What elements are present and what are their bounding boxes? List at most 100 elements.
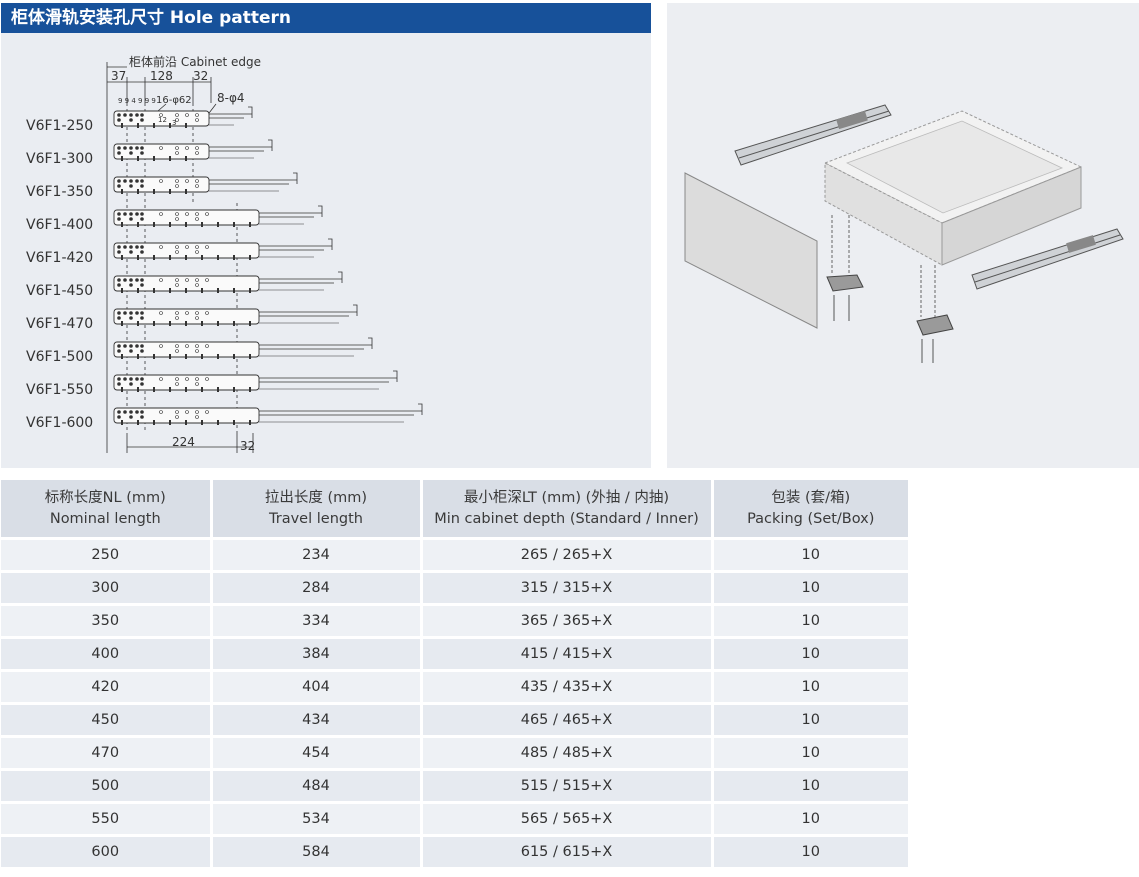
mounting-hole bbox=[185, 410, 189, 414]
mounting-hole bbox=[205, 311, 209, 315]
mounting-hole bbox=[123, 146, 127, 150]
mounting-hole bbox=[159, 113, 163, 117]
cell-nominal: 300 bbox=[1, 570, 213, 605]
mounting-hole bbox=[175, 382, 179, 386]
rail-schematic bbox=[113, 172, 298, 194]
cell-packing: 10 bbox=[712, 735, 908, 770]
mounting-hole bbox=[140, 415, 144, 419]
mounting-hole bbox=[140, 212, 144, 216]
mounting-hole bbox=[195, 217, 199, 221]
table-header-row: 标称长度NL (mm)Nominal length 拉出长度 (mm)Trave… bbox=[1, 480, 908, 539]
mounting-hole bbox=[129, 283, 133, 287]
cell-depth: 435 / 435+X bbox=[421, 669, 714, 704]
rail-schematic bbox=[113, 304, 358, 326]
mounting-hole bbox=[195, 146, 199, 150]
mounting-hole bbox=[135, 344, 139, 348]
cell-depth: 615 / 615+X bbox=[421, 834, 714, 867]
mounting-hole bbox=[129, 377, 133, 381]
model-label: V6F1-470 bbox=[26, 316, 93, 332]
mounting-hole bbox=[175, 316, 179, 320]
cell-packing: 10 bbox=[712, 801, 908, 836]
cell-nominal: 470 bbox=[1, 735, 213, 770]
cell-packing: 10 bbox=[712, 537, 908, 572]
mounting-hole bbox=[117, 349, 121, 353]
mounting-hole bbox=[175, 311, 179, 315]
mounting-hole bbox=[129, 212, 133, 216]
mounting-hole bbox=[117, 146, 121, 150]
mounting-hole bbox=[129, 245, 133, 249]
mounting-hole bbox=[205, 377, 209, 381]
cell-travel: 384 bbox=[211, 636, 423, 671]
dim-9-group: 9 9 4 9 9 9 bbox=[118, 97, 156, 105]
mounting-hole bbox=[117, 118, 121, 122]
mounting-hole bbox=[117, 212, 121, 216]
mounting-hole bbox=[129, 410, 133, 414]
mounting-hole bbox=[117, 283, 121, 287]
model-label: V6F1-420 bbox=[26, 250, 93, 266]
model-label: V6F1-600 bbox=[26, 415, 93, 431]
cell-packing: 10 bbox=[712, 669, 908, 704]
rail-schematic bbox=[113, 139, 273, 161]
mounting-hole bbox=[175, 344, 179, 348]
mounting-hole bbox=[185, 245, 189, 249]
mounting-hole bbox=[123, 113, 127, 117]
mounting-hole bbox=[129, 415, 133, 419]
model-label: V6F1-400 bbox=[26, 217, 93, 233]
mounting-hole bbox=[129, 118, 133, 122]
mounting-hole bbox=[185, 311, 189, 315]
mounting-hole bbox=[123, 212, 127, 216]
mounting-hole bbox=[185, 278, 189, 282]
mounting-hole bbox=[135, 377, 139, 381]
mounting-hole bbox=[135, 146, 139, 150]
rail-schematic bbox=[113, 238, 333, 260]
header-min-cabinet-depth: 最小柜深LT (mm) (外抽 / 内抽)Min cabinet depth (… bbox=[421, 480, 714, 539]
mounting-hole bbox=[195, 344, 199, 348]
cell-travel: 434 bbox=[211, 702, 423, 737]
front-panel-shape bbox=[684, 172, 818, 329]
rail-schematic bbox=[113, 271, 343, 293]
mounting-hole bbox=[195, 349, 199, 353]
mounting-hole bbox=[185, 113, 189, 117]
mounting-hole bbox=[205, 212, 209, 216]
dim-37: 37 bbox=[111, 69, 126, 83]
mounting-hole bbox=[140, 113, 144, 117]
cell-packing: 10 bbox=[712, 702, 908, 737]
mounting-hole bbox=[135, 113, 139, 117]
mounting-hole bbox=[185, 377, 189, 381]
dim-12: 12 bbox=[158, 116, 167, 124]
cell-packing: 10 bbox=[712, 570, 908, 605]
cell-packing: 10 bbox=[712, 834, 908, 867]
mounting-hole bbox=[140, 217, 144, 221]
lower-rail-shape bbox=[971, 228, 1124, 290]
mounting-hole bbox=[185, 344, 189, 348]
cell-depth: 485 / 485+X bbox=[421, 735, 714, 770]
cell-travel: 334 bbox=[211, 603, 423, 638]
mounting-hole bbox=[185, 212, 189, 216]
mounting-hole bbox=[140, 410, 144, 414]
mounting-hole bbox=[195, 151, 199, 155]
dim-16-phi62: 16-φ62 bbox=[156, 95, 192, 106]
mounting-hole bbox=[129, 349, 133, 353]
mounting-hole bbox=[195, 377, 199, 381]
mounting-hole bbox=[195, 311, 199, 315]
panel-title: 柜体滑轨安装孔尺寸 Hole pattern bbox=[1, 3, 651, 33]
mounting-hole bbox=[175, 113, 179, 117]
mounting-hole bbox=[195, 316, 199, 320]
cell-travel: 284 bbox=[211, 570, 423, 605]
cell-nominal: 450 bbox=[1, 702, 213, 737]
dim-128: 128 bbox=[150, 69, 173, 83]
dim-32-top: 32 bbox=[193, 69, 208, 83]
mounting-hole bbox=[195, 212, 199, 216]
cell-depth: 515 / 515+X bbox=[421, 768, 714, 803]
cell-nominal: 600 bbox=[1, 834, 213, 867]
mounting-hole bbox=[135, 311, 139, 315]
dim-224: 224 bbox=[172, 435, 195, 449]
mounting-hole bbox=[159, 146, 163, 150]
mounting-hole bbox=[117, 217, 121, 221]
mounting-hole bbox=[123, 245, 127, 249]
cell-travel: 234 bbox=[211, 537, 423, 572]
